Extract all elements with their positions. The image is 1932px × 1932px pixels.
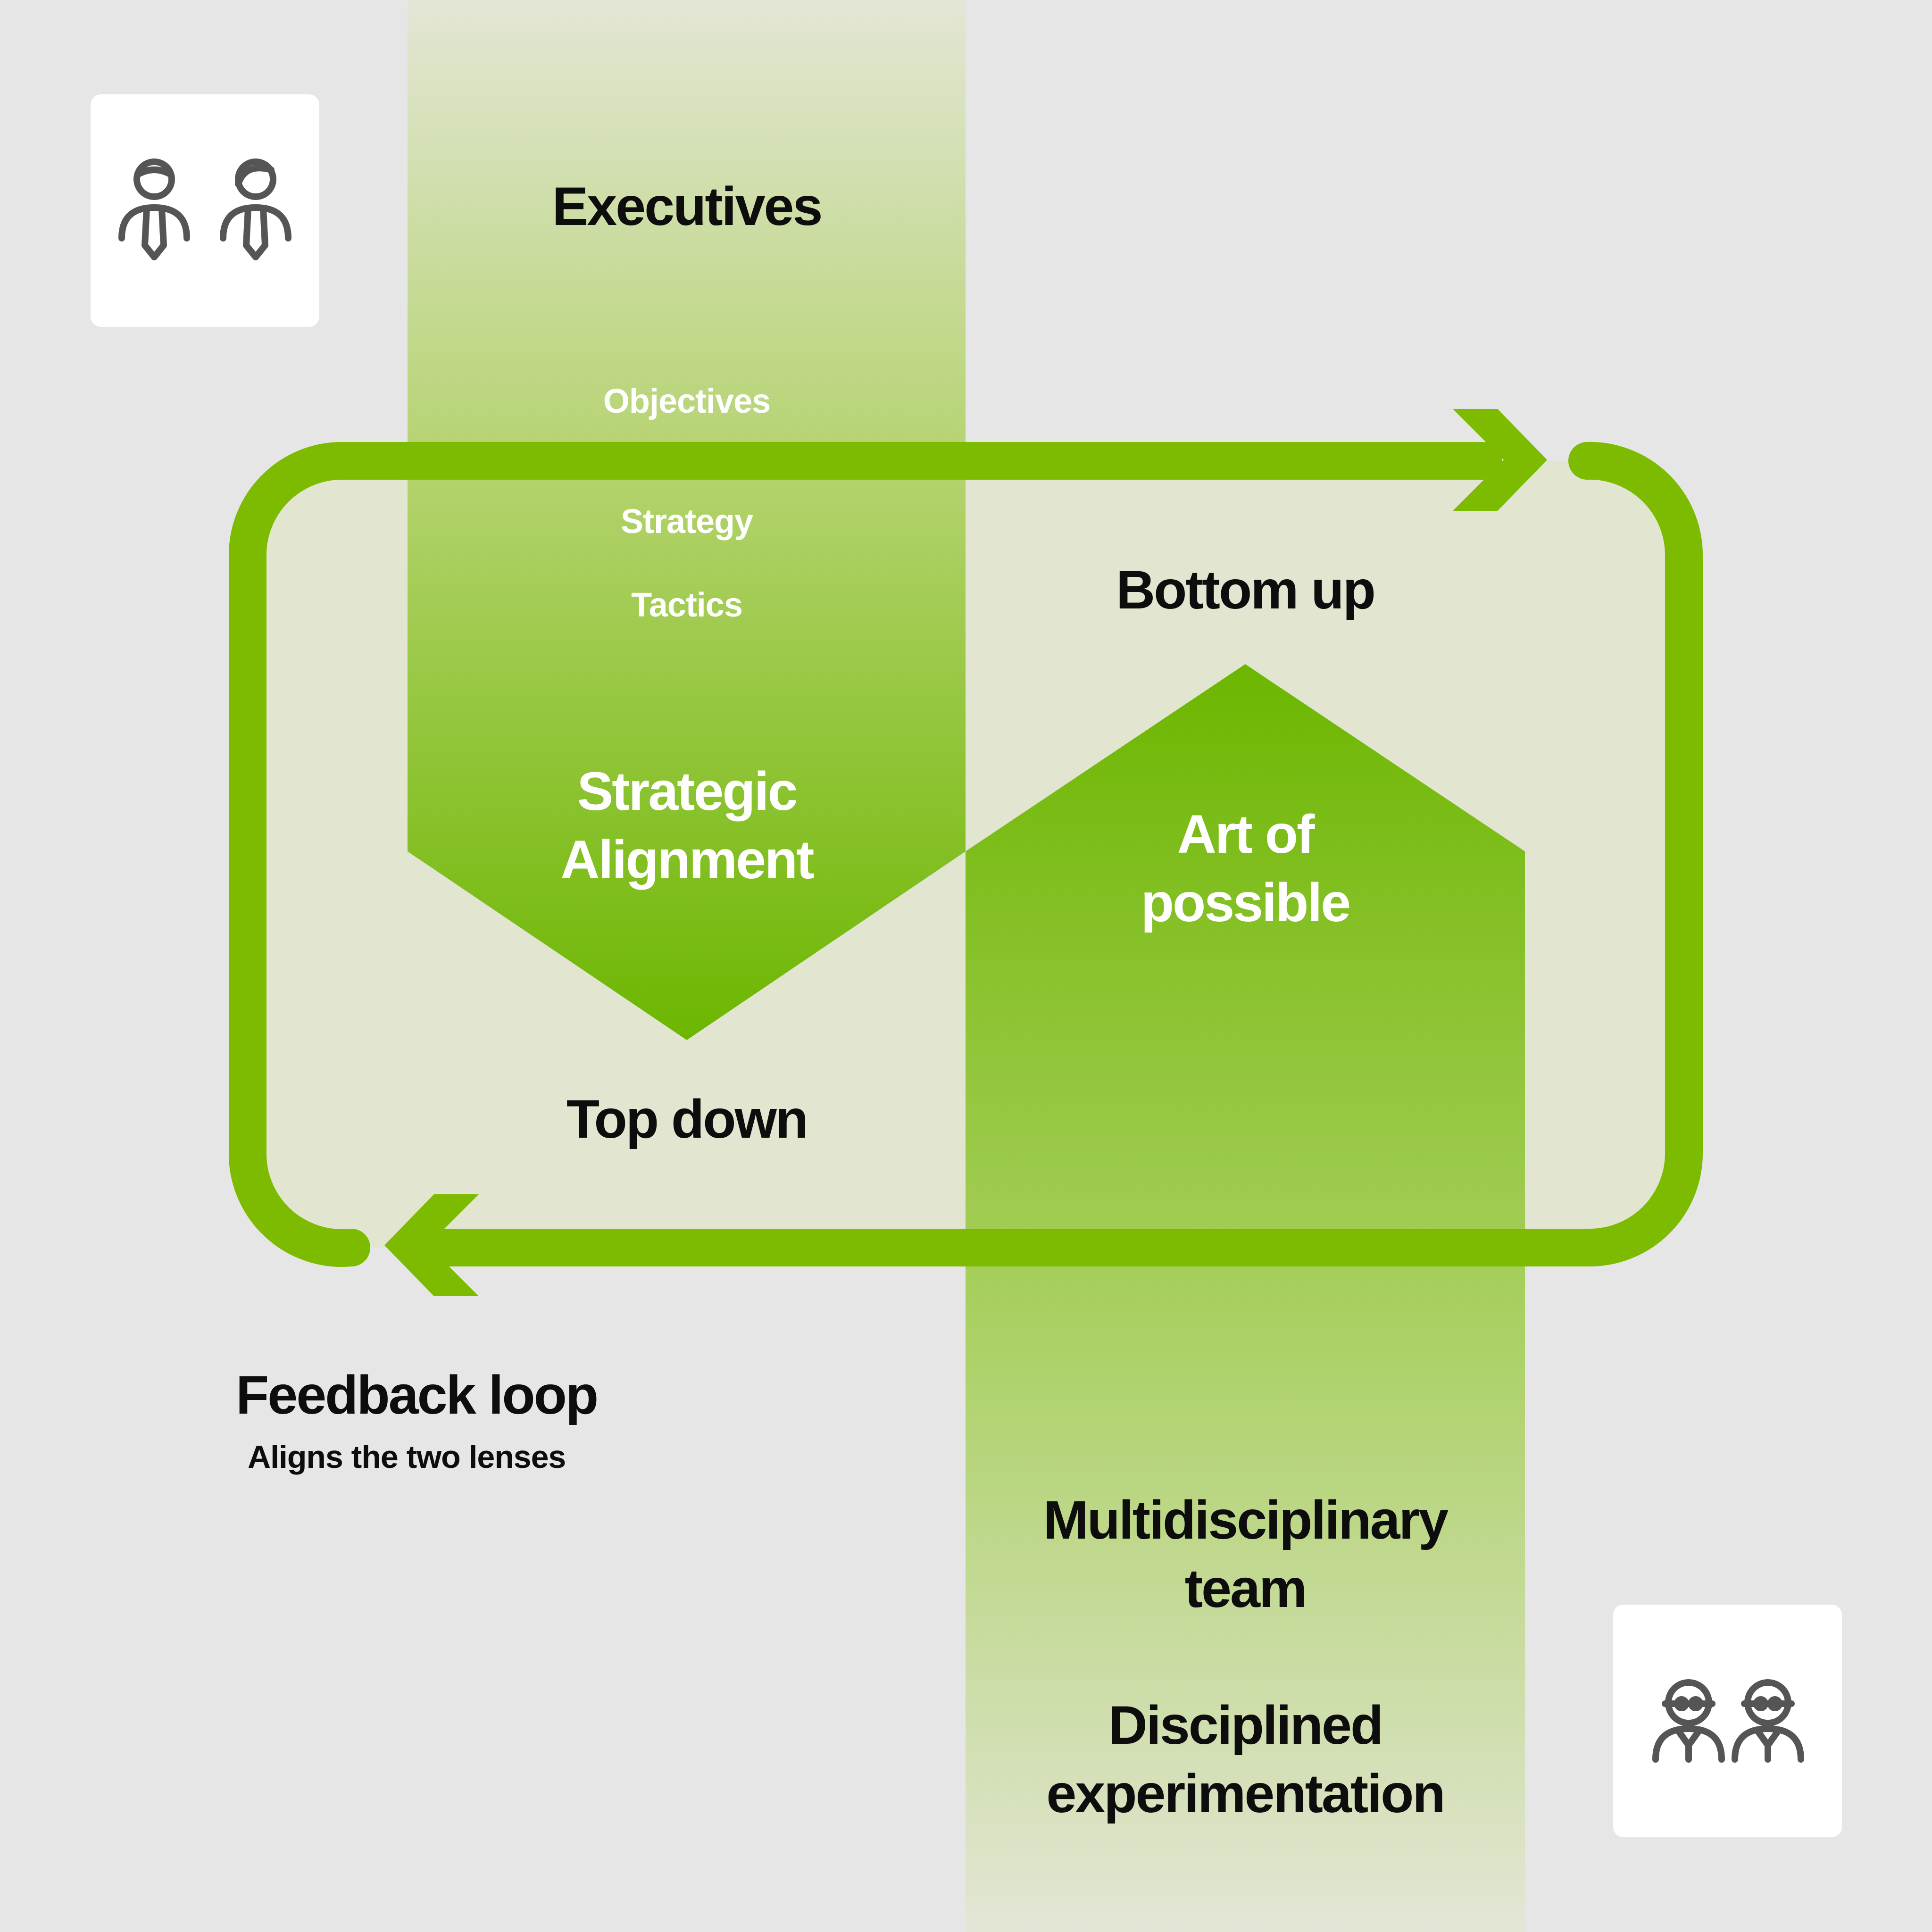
tactics-label: Tactics [631, 586, 742, 624]
art-of-possible-label-line1: Art of [1177, 804, 1315, 865]
multidisciplinary-team-label-line1: Multidisciplinary [1043, 1490, 1449, 1550]
multidisciplinary-team-label-line2: team [1185, 1558, 1306, 1619]
top-down-label: Top down [566, 1089, 807, 1149]
disciplined-experimentation-label-line1: Disciplined [1108, 1695, 1382, 1756]
executives-label: Executives [552, 176, 822, 237]
feedback-loop-path-bottom [417, 441, 1703, 1266]
arrow-right-icon [1453, 409, 1547, 511]
feedback-loop-path-top [228, 442, 1502, 1267]
art-of-possible-label-line2: possible [1141, 873, 1350, 933]
strategy-label: Strategy [621, 503, 753, 541]
executives-icon [118, 158, 291, 260]
arrow-left-icon [384, 1194, 479, 1296]
bottom-up-band [966, 664, 1525, 1932]
feedback-loop-subtitle: Aligns the two lenses [248, 1439, 566, 1475]
feedback-loop-title: Feedback loop [236, 1365, 597, 1425]
objectives-label: Objectives [603, 383, 770, 420]
strategic-alignment-label-line2: Alignment [560, 830, 814, 890]
strategic-alignment-label-line1: Strategic [577, 761, 796, 822]
disciplined-experimentation-label-line2: experimentation [1046, 1764, 1444, 1824]
team-icon [1652, 1679, 1804, 1763]
bottom-up-label: Bottom up [1116, 560, 1374, 620]
team-card [1613, 1605, 1842, 1837]
executives-card [91, 94, 319, 327]
top-down-band [408, 0, 966, 1040]
